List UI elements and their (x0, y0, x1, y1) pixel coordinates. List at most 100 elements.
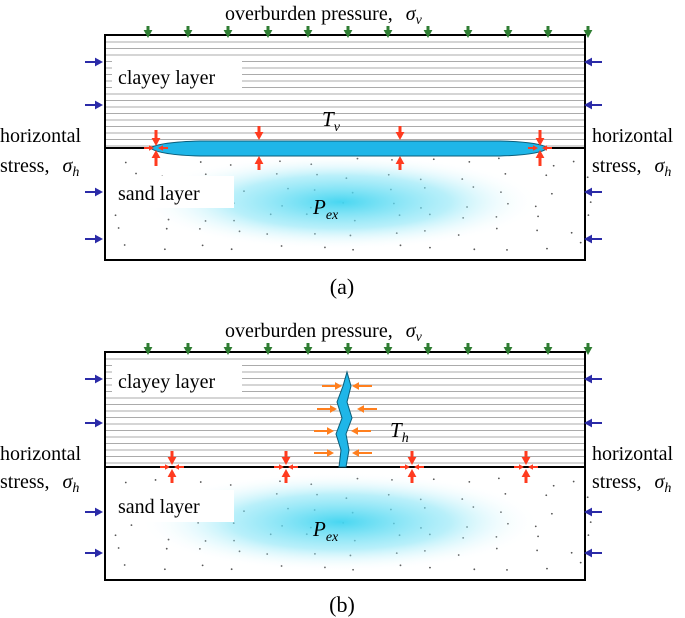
clay-layer-lines (106, 41, 584, 147)
horizontal-stress-label-right: horizontal stress, σh (592, 443, 678, 496)
sand-dot (537, 215, 539, 218)
overburden-arrow-head (383, 347, 393, 355)
horizontal-arrow-head (95, 374, 103, 384)
sand-dot (429, 566, 431, 569)
sand-dot (546, 247, 548, 250)
fracture-arrow-head (151, 150, 161, 158)
overburden-arrows (143, 26, 593, 38)
excess-pore-pressure-label: Pex (312, 195, 339, 223)
horizontal-arrow-head (584, 100, 592, 110)
sand-dot (504, 172, 507, 175)
sand-dot (579, 561, 582, 564)
overburden-arrow-head (303, 347, 313, 355)
sand-dot (114, 214, 117, 217)
sand-dot (123, 564, 126, 566)
fracture-arrow-head (158, 145, 163, 151)
overburden-arrow-head (503, 30, 513, 38)
sand-dot (536, 549, 538, 552)
tension-label: Tv (322, 107, 341, 135)
horizontal-arrow-head (584, 507, 592, 517)
sand-dot (537, 535, 539, 538)
interface-arrow-head (167, 469, 177, 477)
interface-arrows (160, 451, 538, 483)
sand-dot (199, 481, 202, 483)
overburden-arrow-head (183, 30, 193, 38)
sand-dot (163, 248, 166, 251)
sand-dot (123, 244, 126, 246)
sand-dot (230, 248, 233, 251)
interface-arrow-head (407, 469, 417, 477)
interface-arrow-head (521, 469, 531, 477)
horizontal-arrows-right (584, 374, 602, 558)
sand-dot (201, 244, 204, 247)
interface-arrow-head (519, 464, 524, 470)
horizontal-arrow-head (95, 507, 103, 517)
clay-layer-lines (106, 358, 584, 464)
overburden-arrow-head (223, 30, 233, 38)
clay-layer-label: clayey layer (118, 67, 215, 89)
excess-pore-pressure-label: Pex (312, 517, 339, 545)
sand-label-background (112, 176, 234, 208)
sand-dot (130, 524, 133, 527)
fracture-arrow-head (254, 132, 264, 140)
overburden-arrow-head (183, 347, 193, 355)
overburden-arrow-head (383, 30, 393, 38)
sand-layer-label: sand layer (118, 183, 200, 205)
fracture-arrow-head (151, 138, 161, 146)
horizontal-stress-label-right: horizontal stress, σh (592, 125, 678, 180)
closing-arrow-head (351, 427, 358, 435)
horizontal-arrow-head (95, 548, 103, 558)
overburden-label: overburden pressure, σv (225, 320, 423, 345)
closing-arrow-head (327, 427, 334, 435)
sand-dot (199, 161, 202, 163)
interface-arrow-head (281, 469, 291, 477)
clay-layer-label: clayey layer (118, 371, 215, 393)
panel-border (104, 34, 586, 261)
interface-arrow-head (521, 457, 531, 465)
horizontal-arrow-head (95, 187, 103, 197)
tension-label: Th (390, 418, 409, 446)
interface-arrow-head (281, 457, 291, 465)
sand-dot (117, 547, 120, 549)
interface-arrow-head (407, 457, 417, 465)
sand-dot (230, 568, 233, 571)
overburden-arrow-head (583, 347, 593, 355)
horizontal-arrows-left (85, 374, 103, 558)
closing-arrow-head (335, 382, 342, 390)
overburden-arrow-head (543, 347, 553, 355)
pore-pressure-zone (140, 472, 540, 572)
closing-arrow-head (330, 405, 337, 413)
sand-dot (579, 241, 582, 244)
closing-arrow-head (352, 449, 359, 457)
horizontal-arrow-head (584, 374, 592, 384)
sand-dot (587, 214, 590, 216)
horizontal-arrow-head (95, 57, 103, 67)
horizontal-fracture (149, 140, 549, 157)
interface-arrow-head (174, 464, 179, 470)
horizontal-arrow-head (95, 100, 103, 110)
overburden-arrow-head (263, 347, 273, 355)
fracture-arrow-head (149, 145, 154, 151)
overburden-arrow-head (463, 347, 473, 355)
clay-label-background (112, 364, 242, 396)
panel-b: clayey layer sand layer overburden press… (0, 320, 678, 617)
horizontal-arrow-head (584, 548, 592, 558)
fracture-arrow-head (542, 145, 547, 151)
sand-dot (135, 172, 137, 175)
horizontal-arrow-head (584, 234, 592, 244)
closing-arrow-head (327, 449, 334, 457)
panel-border (104, 351, 586, 581)
horizontal-arrow-head (584, 187, 592, 197)
sand-dot (201, 564, 204, 567)
sand-dot (587, 534, 590, 536)
overburden-arrow-head (463, 30, 473, 38)
sand-dot (589, 521, 592, 524)
interface-arrow-head (288, 464, 293, 470)
sand-dot (497, 157, 500, 160)
fracture-arrow-head (395, 132, 405, 140)
overburden-label: overburden pressure, σv (225, 3, 423, 28)
overburden-arrow-head (343, 347, 353, 355)
overburden-arrow-head (423, 30, 433, 38)
sand-dot (570, 551, 573, 554)
